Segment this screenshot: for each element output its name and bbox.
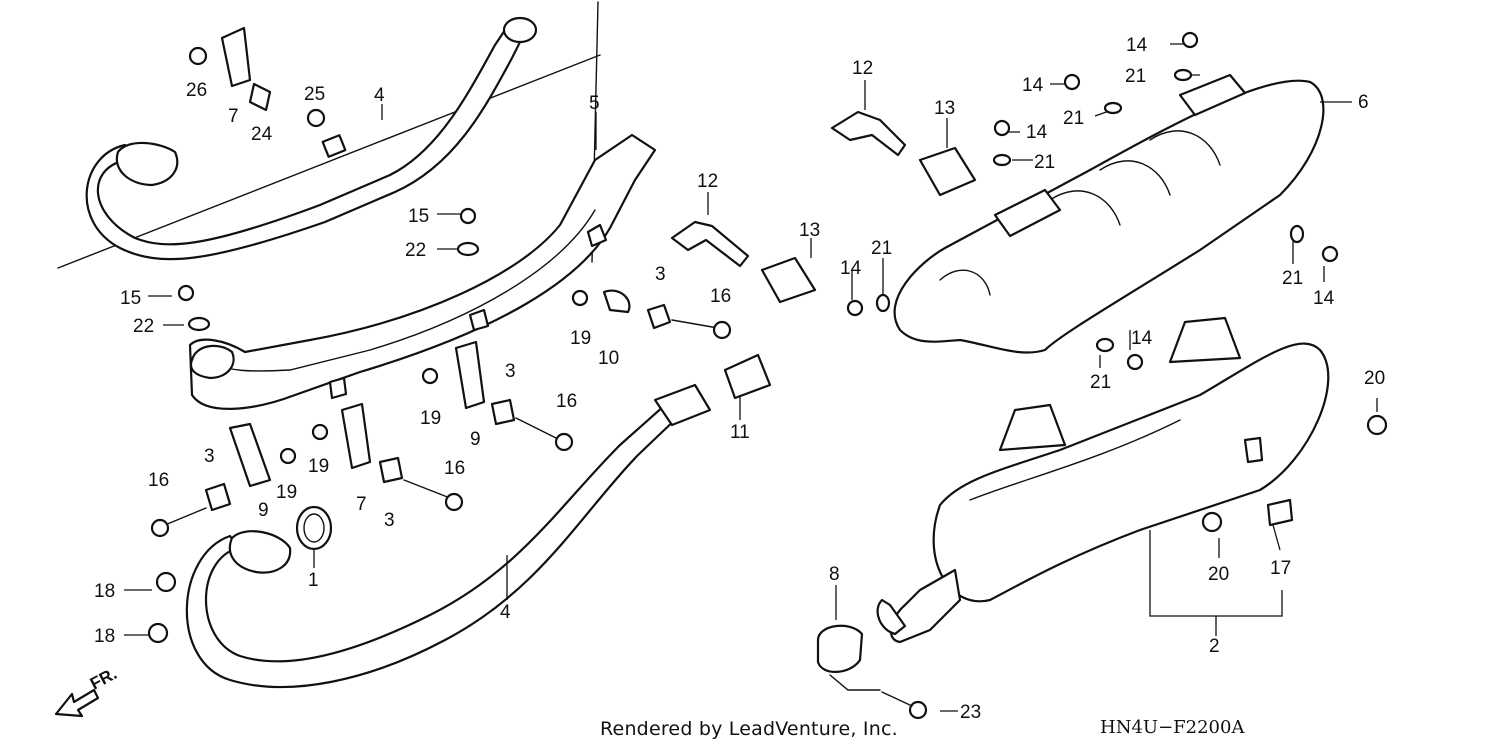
render-credit: Rendered by LeadVenture, Inc. (600, 718, 898, 740)
callout-21-d[interactable]: 21 (871, 238, 892, 259)
exhaust-gasket[interactable] (295, 505, 333, 551)
callout-19-d[interactable]: 19 (276, 482, 297, 503)
callout-18-upper[interactable]: 18 (94, 581, 115, 602)
callout-17[interactable]: 17 (1270, 558, 1291, 579)
callout-9-b[interactable]: 9 (258, 500, 269, 521)
mounting-bolt-lower[interactable] (670, 220, 750, 268)
callout-16-b[interactable]: 16 (556, 391, 577, 412)
callout-3-a[interactable]: 3 (655, 264, 666, 285)
callout-5[interactable]: 5 (589, 93, 600, 114)
callout-21-b[interactable]: 21 (1063, 108, 1084, 129)
callout-16-c[interactable]: 16 (148, 470, 169, 491)
callout-4-upper[interactable]: 4 (374, 85, 385, 106)
callout-18-lower[interactable]: 18 (94, 626, 115, 647)
muffler-band[interactable] (816, 624, 881, 691)
callout-3-d[interactable]: 3 (384, 510, 395, 531)
callout-6[interactable]: 6 (1358, 92, 1369, 113)
callout-20-center[interactable]: 20 (1208, 564, 1229, 585)
heat-guard-bracket[interactable] (188, 133, 657, 410)
callout-21-e[interactable]: 21 (1282, 268, 1303, 289)
callout-14-e[interactable]: 14 (1131, 328, 1153, 349)
callout-12-lower[interactable]: 12 (697, 171, 718, 192)
callout-13-lower[interactable]: 13 (799, 220, 820, 241)
callout-labels: 1 2 3 3 3 3 4 4 5 6 7 7 8 9 9 10 11 12 1… (94, 35, 1385, 723)
rubber-mount-lower[interactable] (760, 256, 817, 304)
callout-3-c[interactable]: 3 (204, 446, 215, 467)
joint-collar[interactable] (723, 353, 772, 400)
callout-14-c[interactable]: 14 (1026, 122, 1048, 143)
callout-3-b[interactable]: 3 (505, 361, 516, 382)
callout-22-a[interactable]: 22 (405, 240, 426, 261)
direction-label: FR. (87, 668, 120, 694)
callout-14-f[interactable]: 14 (840, 258, 862, 279)
rubber-mount-upper[interactable] (918, 146, 977, 197)
front-direction-arrow: FR. (54, 668, 120, 718)
arrow-icon (54, 688, 100, 718)
callout-15-a[interactable]: 15 (408, 206, 429, 227)
callout-4-lower[interactable]: 4 (500, 602, 511, 623)
fasteners (147, 26, 1388, 720)
callout-21-a[interactable]: 21 (1125, 66, 1146, 87)
callout-10[interactable]: 10 (598, 348, 619, 369)
callout-25[interactable]: 25 (304, 84, 325, 105)
callout-1[interactable]: 1 (308, 570, 319, 591)
callout-14-b[interactable]: 14 (1022, 75, 1044, 96)
upper-exhaust-pipe[interactable] (85, 16, 538, 261)
callout-7-upper[interactable]: 7 (228, 106, 239, 127)
mounting-bolt-upper[interactable] (830, 110, 907, 157)
diagram-code: HN4U−F2200A (1100, 717, 1245, 738)
callout-9-a[interactable]: 9 (470, 429, 481, 450)
callout-8[interactable]: 8 (829, 564, 840, 585)
callout-24[interactable]: 24 (251, 124, 273, 145)
main-exhaust-pipe[interactable] (185, 383, 712, 689)
muffler[interactable] (876, 316, 1330, 644)
callout-21-c[interactable]: 21 (1034, 152, 1055, 173)
callout-22-b[interactable]: 22 (133, 316, 154, 337)
callout-19-b[interactable]: 19 (420, 408, 441, 429)
callout-20-right[interactable]: 20 (1364, 368, 1385, 389)
callout-12-upper[interactable]: 12 (852, 58, 873, 79)
callout-2[interactable]: 2 (1209, 636, 1220, 657)
callout-13-upper[interactable]: 13 (934, 98, 955, 119)
callout-19-a[interactable]: 19 (570, 328, 591, 349)
callout-14-a[interactable]: 14 (1126, 35, 1148, 56)
callout-14-d[interactable]: 14 (1313, 288, 1335, 309)
callout-16-d[interactable]: 16 (444, 458, 465, 479)
callout-11[interactable]: 11 (730, 422, 750, 443)
callout-26[interactable]: 26 (186, 80, 207, 101)
callout-16-a[interactable]: 16 (710, 286, 731, 307)
muffler-protector[interactable] (893, 73, 1325, 354)
callout-15-b[interactable]: 15 (120, 288, 141, 309)
callout-7-lower[interactable]: 7 (356, 494, 367, 515)
callout-21-f[interactable]: 21 (1090, 372, 1111, 393)
callout-23[interactable]: 23 (960, 702, 981, 723)
drain-plug[interactable] (1266, 498, 1294, 527)
callout-19-c[interactable]: 19 (308, 456, 329, 477)
